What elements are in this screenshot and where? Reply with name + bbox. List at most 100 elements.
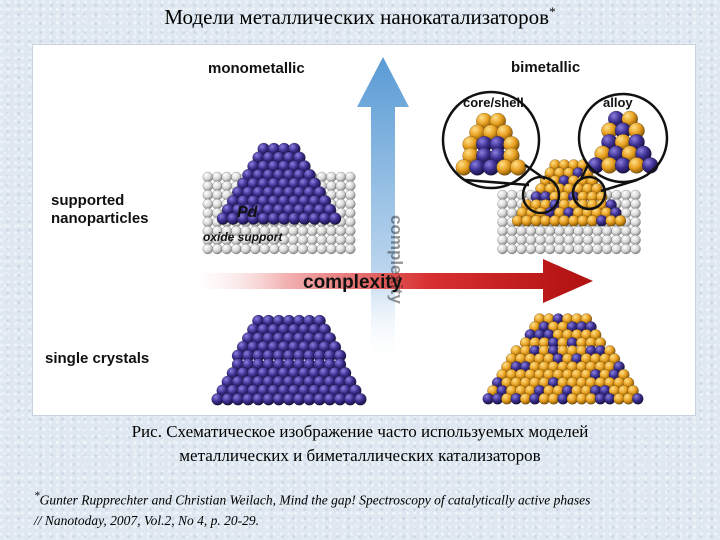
- cluster-atom: [509, 159, 527, 176]
- support-atom: [630, 234, 641, 246]
- core-shell-cluster: [455, 112, 527, 176]
- support-atom: [630, 243, 641, 255]
- figure-graphic: complexity complexity monometallic bimet…: [45, 57, 669, 406]
- support-atom: [202, 243, 214, 255]
- support-atom: [202, 189, 214, 201]
- support-atom: [288, 243, 299, 255]
- support-atom: [611, 189, 622, 201]
- support-atom: [497, 234, 508, 246]
- reference-marker: *: [34, 490, 40, 502]
- support-atom: [212, 171, 223, 183]
- support-atom: [592, 243, 603, 255]
- support-atom: [221, 243, 233, 255]
- support-atom: [592, 225, 603, 237]
- metal-atom: [614, 215, 627, 227]
- support-atom: [297, 225, 309, 237]
- support-atom: [212, 198, 223, 210]
- figure-panel: complexity complexity monometallic bimet…: [32, 44, 696, 416]
- support-atom: [221, 171, 233, 183]
- supported-label-line1: supported: [51, 192, 124, 209]
- support-atom: [307, 234, 318, 246]
- support-atom: [326, 225, 337, 237]
- single-crystals-label: single crystals: [45, 350, 149, 367]
- support-atom: [288, 225, 299, 237]
- support-atom: [202, 207, 214, 219]
- support-atom: [582, 225, 594, 237]
- magnifier-overlay: [441, 90, 669, 215]
- support-atom: [506, 243, 518, 255]
- support-atom: [316, 225, 328, 237]
- support-atom: [611, 225, 622, 237]
- support-atom: [516, 243, 527, 255]
- caption-line-1: Рис. Схематическое изображение часто исп…: [131, 422, 589, 441]
- support-atom: [497, 189, 508, 201]
- support-atom: [620, 189, 632, 201]
- support-atom: [497, 198, 508, 210]
- bimetallic-label: bimetallic: [511, 59, 580, 76]
- support-atom: [202, 198, 214, 210]
- support-atom: [506, 198, 518, 210]
- support-atom: [202, 180, 214, 192]
- pd-atom: [328, 212, 342, 225]
- metal-atom: [632, 393, 644, 405]
- support-atom: [288, 234, 299, 246]
- support-atom: [345, 189, 356, 201]
- support-atom: [506, 189, 518, 201]
- monometallic-label: monometallic: [208, 60, 305, 77]
- support-atom: [516, 189, 527, 201]
- support-atom: [601, 234, 613, 246]
- support-atom: [335, 225, 347, 237]
- atom-models: [202, 110, 659, 406]
- pd-single-crystal: [211, 314, 367, 406]
- support-atom: [506, 225, 518, 237]
- reference-line-2: // Nanotoday, 2007, Vol.2, No 4, p. 20-2…: [34, 512, 260, 528]
- support-atom: [250, 243, 261, 255]
- support-atom: [326, 234, 337, 246]
- support-atom: [345, 225, 356, 237]
- support-atom: [573, 234, 584, 246]
- support-atom: [345, 171, 356, 183]
- support-atom: [345, 243, 356, 255]
- support-atom: [582, 234, 594, 246]
- support-atom: [316, 234, 328, 246]
- support-atom: [620, 243, 632, 255]
- pd-atom: [354, 393, 367, 406]
- vertical-arrow-label: complexity: [387, 215, 406, 304]
- support-atom: [335, 198, 347, 210]
- support-atom: [592, 234, 603, 246]
- support-atom: [240, 243, 252, 255]
- support-atom: [497, 216, 508, 228]
- vertical-complexity-arrow: [357, 57, 409, 365]
- support-atom: [516, 234, 527, 246]
- support-atom: [212, 189, 223, 201]
- support-atom: [630, 216, 641, 228]
- bimetallic-single-crystal: [482, 313, 644, 405]
- support-atom: [202, 216, 214, 228]
- support-atom: [297, 243, 309, 255]
- support-atom: [554, 234, 565, 246]
- support-atom: [212, 180, 223, 192]
- support-atom: [221, 180, 233, 192]
- slide-title: Модели металлических нанокатализаторов*: [0, 4, 720, 30]
- support-atom: [497, 225, 508, 237]
- support-atom: [601, 225, 613, 237]
- support-atom: [554, 243, 565, 255]
- support-atom: [307, 225, 318, 237]
- supported-pd-particle: [216, 142, 342, 225]
- support-atom: [506, 234, 518, 246]
- support-atom: [535, 243, 546, 255]
- support-atom: [335, 243, 347, 255]
- support-atom: [259, 243, 271, 255]
- support-atom: [573, 243, 584, 255]
- horizontal-arrow-label: complexity: [303, 272, 403, 293]
- support-atom: [269, 243, 280, 255]
- core-shell-label: core/shell: [463, 95, 524, 110]
- pd-label: Pd: [237, 204, 259, 221]
- support-atom: [335, 180, 347, 192]
- support-atom: [202, 171, 214, 183]
- support-atom: [231, 243, 242, 255]
- title-text: Модели металлических нанокатализаторов: [164, 5, 550, 29]
- support-atom: [345, 234, 356, 246]
- support-atom: [554, 225, 565, 237]
- support-atom: [345, 207, 356, 219]
